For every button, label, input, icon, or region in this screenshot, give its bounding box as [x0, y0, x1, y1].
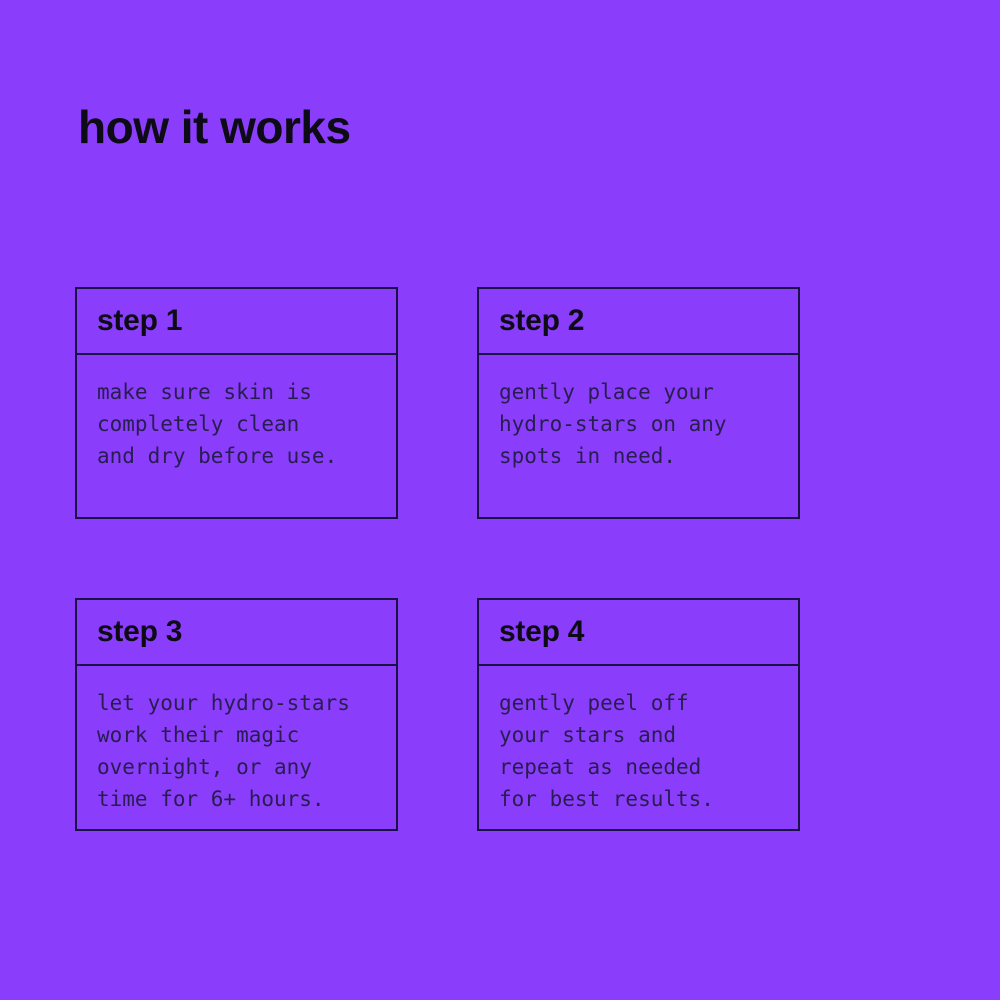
step-1-description: make sure skin is completely clean and d…	[97, 380, 338, 468]
step-1-label: step 1	[97, 304, 183, 337]
step-card-4-header: step 4	[479, 600, 798, 666]
step-card-3: step 3 let your hydro-stars work their m…	[75, 598, 398, 831]
step-4-label: step 4	[499, 615, 585, 648]
step-3-label: step 3	[97, 615, 183, 648]
step-card-4: step 4 gently peel off your stars and re…	[477, 598, 800, 831]
step-2-label: step 2	[499, 304, 585, 337]
step-card-1: step 1 make sure skin is completely clea…	[75, 287, 398, 519]
step-card-2-header: step 2	[479, 289, 798, 355]
step-card-1-header: step 1	[77, 289, 396, 355]
step-4-description: gently peel off your stars and repeat as…	[499, 691, 714, 811]
step-2-description: gently place your hydro-stars on any spo…	[499, 380, 727, 468]
page-title: how it works	[78, 101, 351, 153]
step-card-3-header: step 3	[77, 600, 396, 666]
step-card-2: step 2 gently place your hydro-stars on …	[477, 287, 800, 519]
step-3-description: let your hydro-stars work their magic ov…	[97, 691, 350, 811]
